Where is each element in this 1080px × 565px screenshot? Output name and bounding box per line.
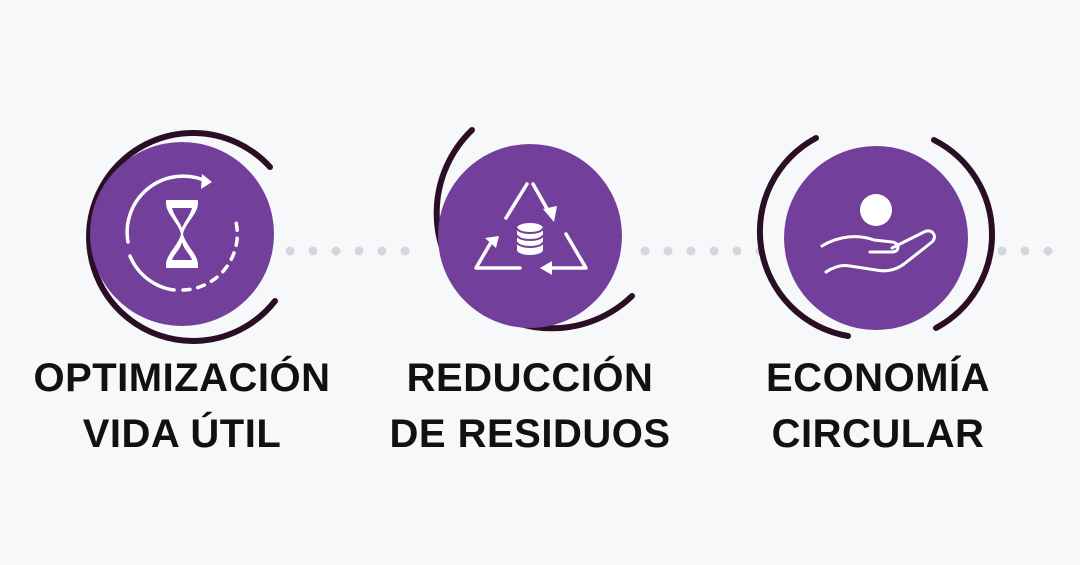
connector-dots-1 xyxy=(285,246,410,256)
connector-dots-3 xyxy=(997,246,1053,256)
step-2-badge xyxy=(433,127,635,332)
step-3: ECONOMÍA CIRCULAR xyxy=(698,118,1058,458)
step-3-outer-ring xyxy=(756,135,851,339)
step-3-outer-ring-right xyxy=(931,137,995,331)
step-3-label-line-2: CIRCULAR xyxy=(771,412,985,456)
connector-dot xyxy=(997,246,1007,256)
step-2-label-line-2: DE RESIDUOS xyxy=(389,412,671,456)
connector-dot xyxy=(663,246,673,256)
connector-dot xyxy=(709,246,719,256)
step-3-label-line-1: ECONOMÍA xyxy=(766,356,990,400)
connector-dot xyxy=(308,246,318,256)
connector-dot xyxy=(377,246,387,256)
step-3-disc xyxy=(784,146,968,330)
connector-dot xyxy=(686,246,696,256)
step-1-label: OPTIMIZACIÓN VIDA ÚTIL xyxy=(2,350,362,462)
hourglass-cycle-icon xyxy=(125,174,240,292)
step-1-label-line-2: VIDA ÚTIL xyxy=(82,412,282,456)
step-1-outer-ring xyxy=(86,129,278,344)
connector-dot xyxy=(1020,246,1030,256)
connector-dot xyxy=(400,246,410,256)
step-1: OPTIMIZACIÓN VIDA ÚTIL xyxy=(2,118,362,458)
step-1-label-line-1: OPTIMIZACIÓN xyxy=(33,356,331,400)
step-2-label-line-1: REDUCCIÓN xyxy=(406,356,654,400)
step-3-badge xyxy=(756,135,995,339)
hand-coin-icon xyxy=(820,194,936,274)
connector-dot xyxy=(1043,246,1053,256)
step-2: REDUCCIÓN DE RESIDUOS xyxy=(350,118,710,458)
connector-dot xyxy=(331,246,341,256)
step-1-badge xyxy=(86,129,278,344)
connector-dot xyxy=(354,246,364,256)
step-2-label: REDUCCIÓN DE RESIDUOS xyxy=(350,350,710,462)
connector-dots-2 xyxy=(640,246,765,256)
recycle-coins-icon xyxy=(474,182,588,275)
connector-dot xyxy=(732,246,742,256)
connector-dot xyxy=(285,246,295,256)
connector-dot xyxy=(640,246,650,256)
step-3-label: ECONOMÍA CIRCULAR xyxy=(698,350,1058,462)
